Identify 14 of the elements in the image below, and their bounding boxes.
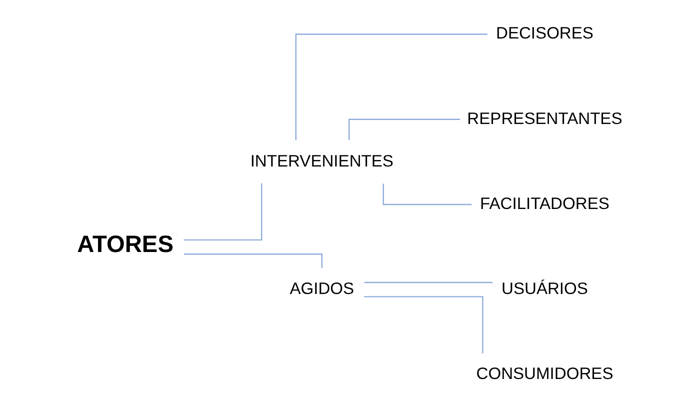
connector [364,296,483,354]
node-text: DECISORES [496,24,593,43]
connector [294,34,487,140]
node-text: REPRESENTANTES [466,108,622,128]
node-text: FACILITADORES [480,194,609,213]
connector [348,118,460,140]
node-text: USUÁRIOS [501,278,588,298]
connector [364,282,492,284]
node-text: ATORES [76,232,173,258]
connector [382,184,472,206]
node-text: AGIDOS [289,278,354,298]
connector [183,183,262,241]
node-text: CONSUMIDORES [476,364,613,384]
node-text: INTERVENIENTES [250,151,393,170]
